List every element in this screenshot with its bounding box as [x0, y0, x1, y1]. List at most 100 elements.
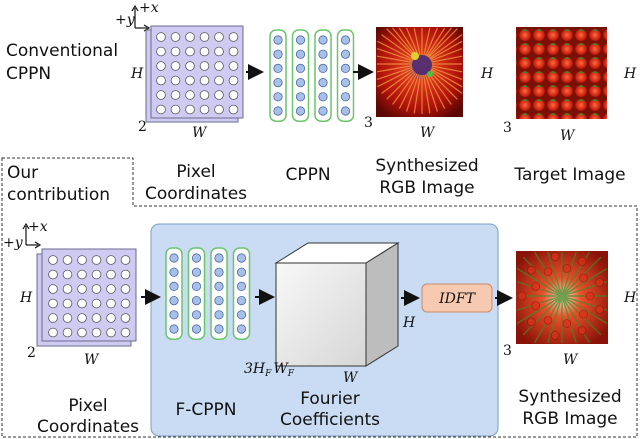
- grid-node: [106, 327, 116, 338]
- grid-node: [199, 32, 210, 42]
- grid-node: [199, 61, 210, 71]
- grid-node: [91, 298, 102, 309]
- cppn-node: [295, 49, 306, 59]
- cppn-node: [273, 63, 283, 74]
- star-ray: [522, 295, 563, 336]
- cppn-node: [214, 253, 224, 263]
- cppn-node: [191, 295, 202, 306]
- star-blob: [562, 264, 572, 273]
- cppn-node: [169, 295, 179, 306]
- cppn-node: [169, 253, 179, 263]
- cppn-node: [273, 49, 283, 59]
- grid-node: [120, 313, 131, 323]
- synthesized-image-bottom: [516, 251, 608, 344]
- cppn-node: [273, 35, 283, 45]
- cppn-node: [273, 78, 283, 88]
- plus-x-label-bottom: +x: [28, 219, 48, 235]
- contribution-dashed-outline: [1, 157, 638, 438]
- cppn-node: [318, 106, 328, 116]
- grid-node: [77, 269, 87, 280]
- synthesized-label-top-2: RGB Image: [379, 178, 474, 198]
- cppn-node: [340, 49, 351, 59]
- grid-node: [156, 104, 166, 115]
- star-ray: [561, 267, 608, 297]
- fcppn-label: F-CPPN: [175, 400, 236, 420]
- cppn-node: [273, 106, 283, 116]
- grid-node: [91, 284, 102, 294]
- fourier-coefficients-label-1: Fourier: [300, 389, 360, 409]
- plus-y-label-bottom: +y: [3, 235, 24, 251]
- grid-node: [48, 327, 58, 338]
- plus-y-label-top: +y: [115, 12, 136, 28]
- star-blob: [595, 305, 604, 314]
- star-blob: [577, 326, 587, 335]
- grid-node: [77, 255, 87, 265]
- target-image: [516, 27, 607, 119]
- grid-node: [228, 104, 239, 115]
- grid-node: [199, 90, 210, 100]
- star-blob: [579, 273, 588, 283]
- cppn-node: [318, 49, 328, 59]
- cppn-node: [295, 78, 306, 88]
- cppn-node: [236, 267, 247, 277]
- grid-node: [106, 298, 116, 309]
- grid-node: [77, 284, 87, 294]
- grid-node: [48, 255, 58, 265]
- star-blob: [543, 315, 553, 325]
- cppn-node: [214, 281, 224, 291]
- grid-node: [199, 75, 210, 86]
- grid-node: [106, 269, 116, 280]
- grid-node: [199, 104, 210, 115]
- fcppn-network: [165, 247, 251, 340]
- H-label-target: H: [623, 66, 637, 82]
- grid-node: [91, 255, 102, 265]
- W-label-target: W: [560, 128, 576, 144]
- grid-node: [156, 90, 166, 100]
- cppn-node: [295, 106, 306, 116]
- synthesized-image-top: [376, 27, 463, 117]
- grid-node: [228, 61, 239, 71]
- H-label-top-synth: H: [480, 66, 494, 82]
- grid-node: [106, 284, 116, 294]
- grid-node: [228, 75, 239, 86]
- grid-node: [170, 61, 181, 71]
- idft-box: [421, 283, 493, 313]
- grid-node: [91, 313, 102, 323]
- grid-node: [170, 104, 181, 115]
- cppn-node: [295, 35, 306, 45]
- star-ray: [547, 295, 563, 344]
- conventional-label-line1: Conventional: [6, 41, 118, 61]
- H-label-top-grid: H: [130, 66, 144, 82]
- conventional-label-line2: CPPN: [6, 64, 51, 84]
- W-label-bottom-synth: W: [563, 352, 579, 368]
- cppn-node: [236, 295, 247, 306]
- axes-indicator-bottom: [22, 222, 42, 249]
- star-ray: [516, 281, 563, 297]
- grid-node: [185, 61, 195, 71]
- grid-node: [170, 75, 181, 86]
- grid-node: [170, 46, 181, 57]
- grid-node: [77, 313, 87, 323]
- H-label-cube: H: [402, 315, 416, 331]
- cppn-node: [236, 324, 247, 334]
- cppn-node: [214, 310, 224, 320]
- three-label-bottom-synth: 3: [503, 343, 512, 359]
- grid-node: [120, 298, 131, 309]
- star-blob: [527, 265, 536, 275]
- star-blob: [550, 331, 560, 340]
- grid-node: [185, 32, 195, 42]
- star-ray: [516, 267, 563, 297]
- contribution-label-line1: Our: [7, 163, 38, 183]
- grid-node: [62, 313, 73, 323]
- grid-node: [228, 46, 239, 57]
- cppn-node: [214, 267, 224, 277]
- W-label-cube: W: [343, 370, 359, 386]
- grid-node: [62, 255, 73, 265]
- grid-node: [228, 90, 239, 100]
- cppn-node: [214, 295, 224, 306]
- fourier-coefficients-label-2: Coefficients: [280, 410, 380, 430]
- grid-node: [62, 327, 73, 338]
- three-label-top-synth: 3: [364, 115, 373, 131]
- cppn-node: [318, 63, 328, 74]
